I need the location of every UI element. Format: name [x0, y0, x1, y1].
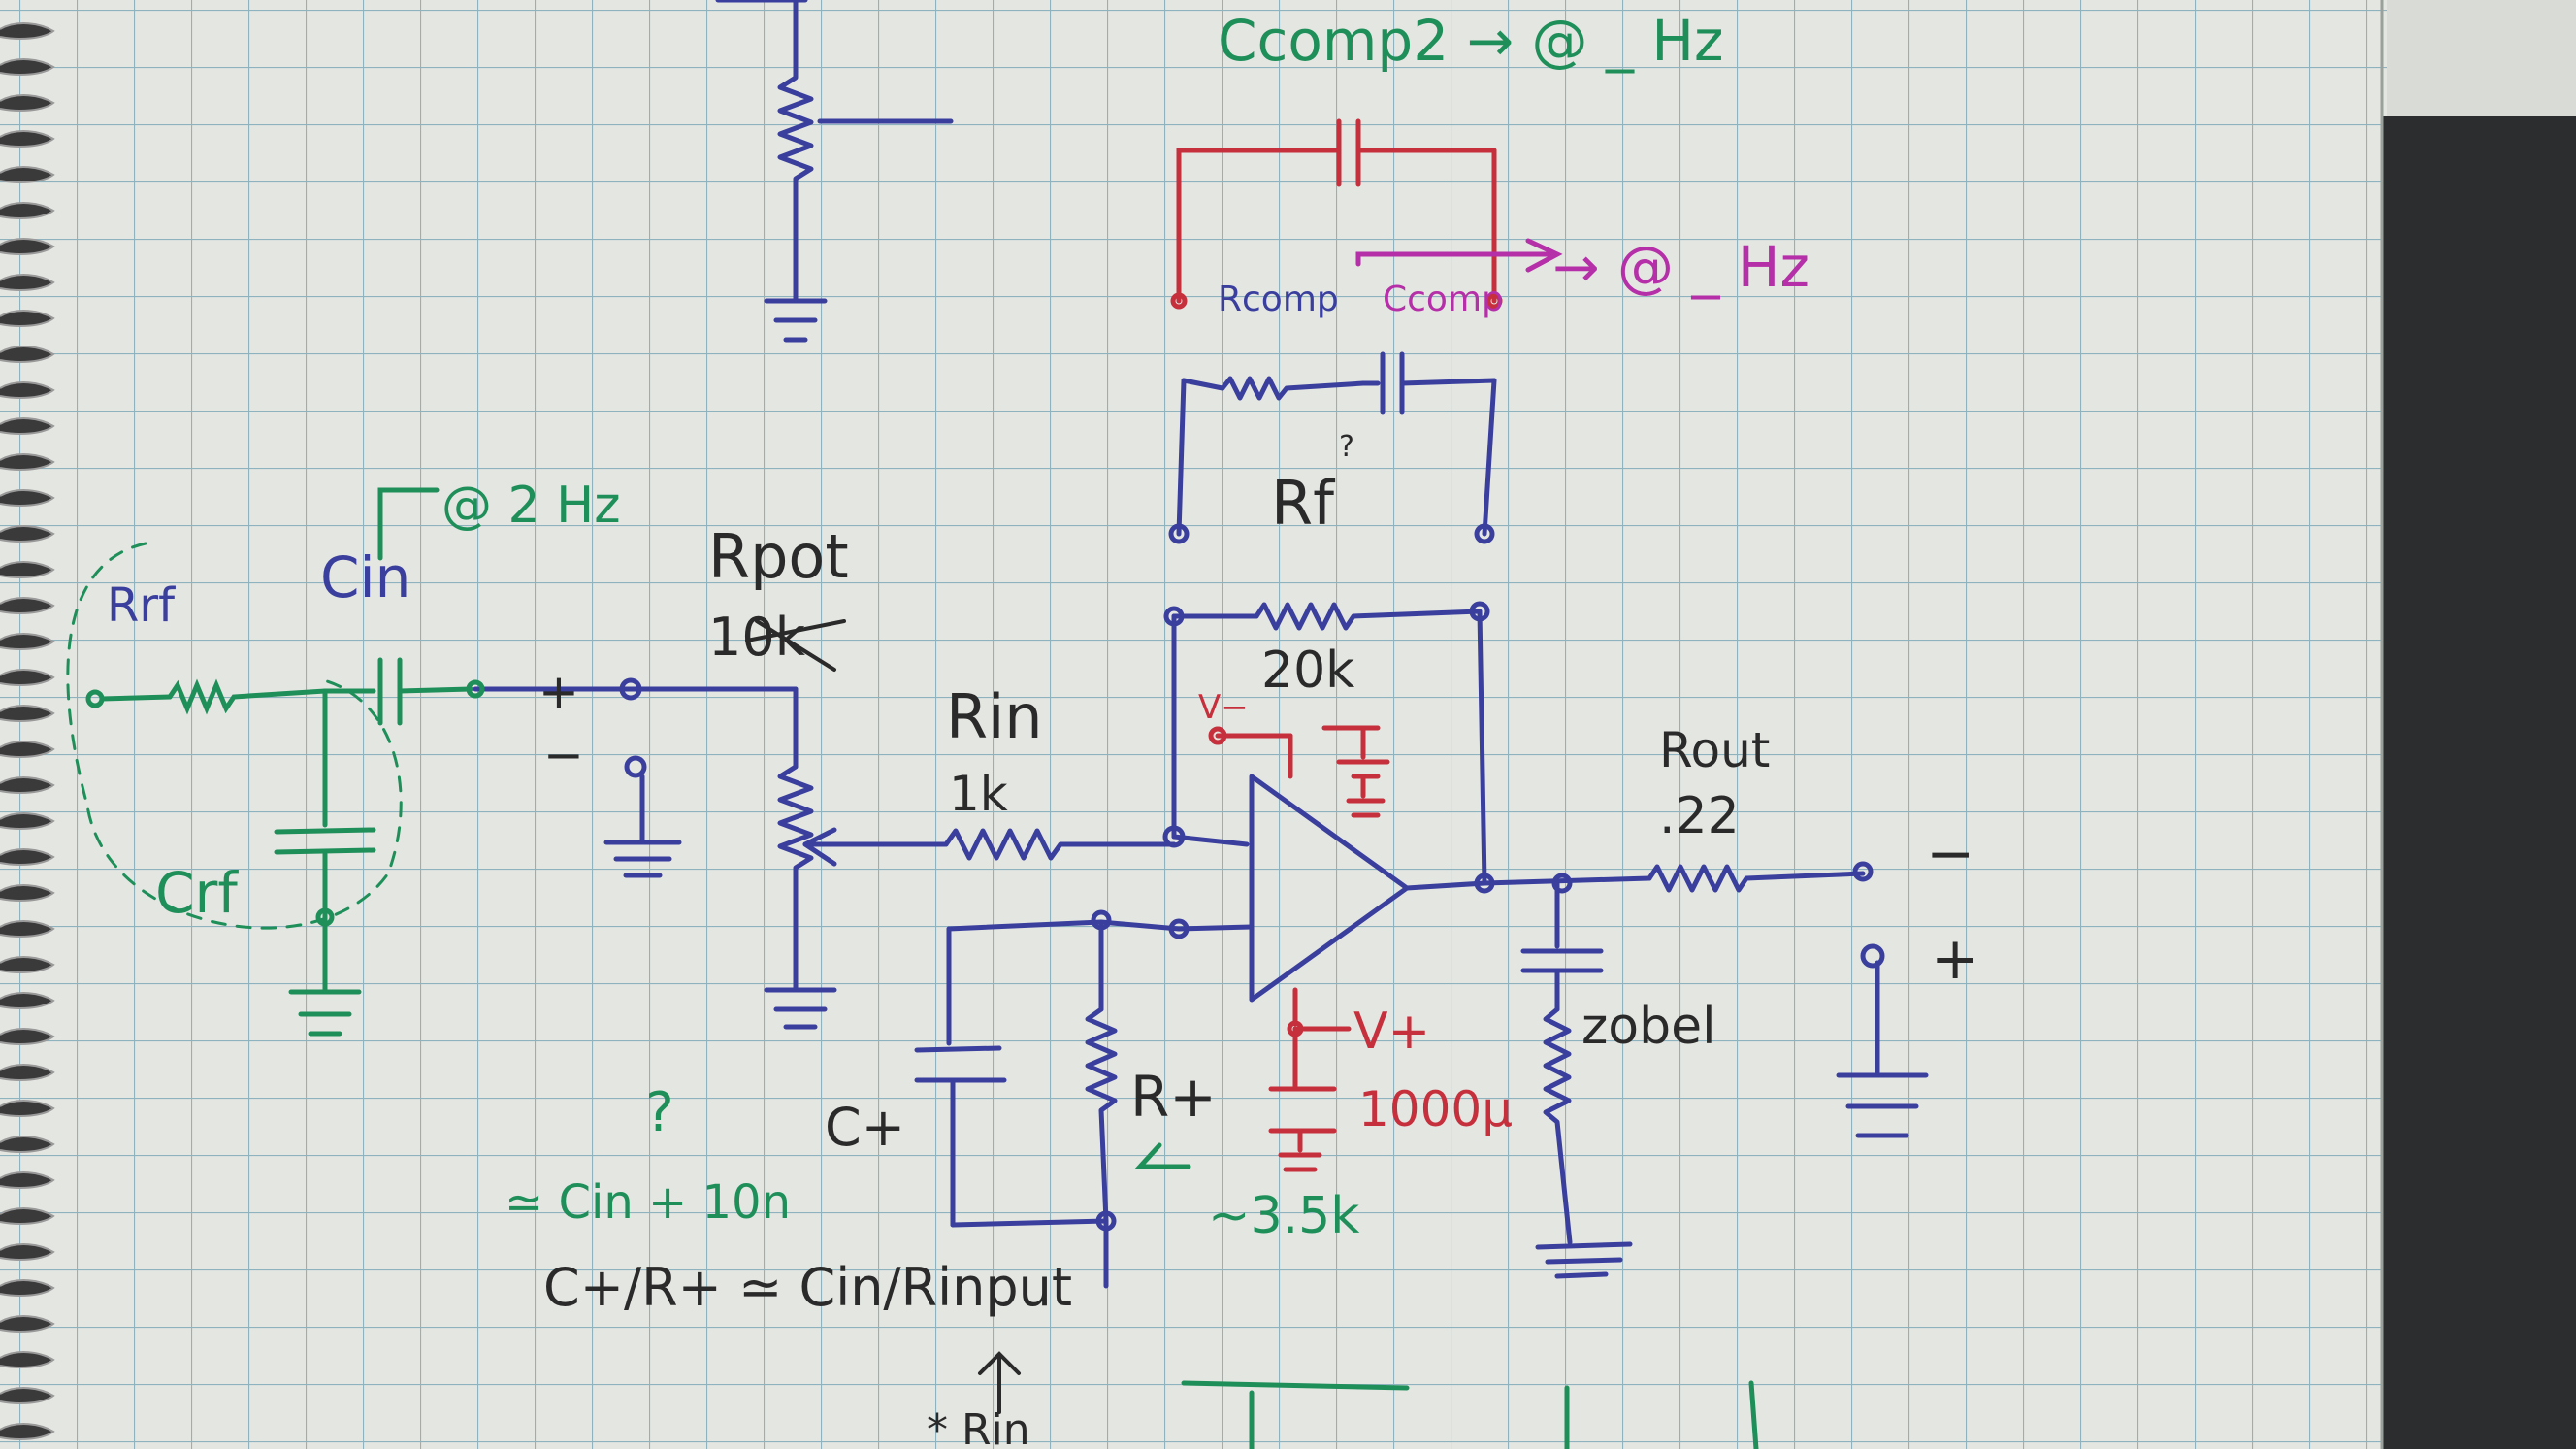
- spiral-ring: [0, 58, 55, 76]
- spiral-ring: [0, 525, 55, 543]
- label-cplus-q: ?: [645, 1081, 674, 1144]
- spiral-ring: [0, 1028, 55, 1045]
- spiral-ring: [0, 1279, 55, 1297]
- label-input-plus: +: [538, 664, 579, 720]
- label-rin-value: 1k: [949, 766, 1008, 822]
- label-out-minus: −: [1926, 820, 1974, 888]
- label-out-plus: +: [1931, 925, 1979, 993]
- spiral-ring: [0, 776, 55, 794]
- label-cplus-note: ≃ Cin + 10n: [505, 1175, 791, 1230]
- spiral-binding: [0, 22, 55, 1440]
- label-ratio: C+/R+ ≃ Cin/Rinput: [543, 1257, 1072, 1318]
- spiral-ring: [0, 848, 55, 866]
- label-ccomp: Ccomp: [1383, 280, 1504, 319]
- spiral-ring: [0, 346, 55, 363]
- spiral-ring: [0, 310, 55, 327]
- spiral-ring: [0, 669, 55, 686]
- spiral-ring: [0, 417, 55, 435]
- spiral-ring: [0, 1351, 55, 1368]
- spiral-ring: [0, 956, 55, 973]
- label-cplus: C+: [825, 1097, 905, 1158]
- spiral-ring: [0, 597, 55, 614]
- label-rin: Rin: [946, 681, 1043, 752]
- spiral-ring: [0, 274, 55, 291]
- spiral-ring: [0, 1207, 55, 1225]
- label-rplus: R+: [1130, 1064, 1217, 1130]
- label-ccomp-freq: → @ _ Hz: [1552, 234, 1810, 300]
- spiral-ring: [0, 1136, 55, 1153]
- label-rout: Rout: [1659, 722, 1770, 778]
- spiral-ring: [0, 238, 55, 255]
- label-q-comp: ?: [1339, 430, 1354, 464]
- spiral-ring: [0, 94, 55, 112]
- comp-arrow: [1355, 238, 1563, 273]
- spiral-ring: [0, 202, 55, 219]
- spiral-ring: [0, 741, 55, 758]
- label-rpot: Rpot: [708, 521, 849, 592]
- label-rf: Rf: [1271, 468, 1336, 539]
- label-zobel: zobel: [1581, 998, 1716, 1056]
- label-ccomp2: Ccomp2 → @ _ Hz: [1218, 8, 1724, 74]
- spiral-ring: [0, 633, 55, 650]
- spiral-ring: [0, 992, 55, 1009]
- supply-and-comp2: [1170, 118, 1503, 1172]
- spiral-ring: [0, 453, 55, 471]
- spiral-ring: [0, 1171, 55, 1189]
- spiral-ring: [0, 130, 55, 148]
- spiral-ring: [0, 489, 55, 507]
- main-circuit: [473, 0, 1929, 1289]
- spiral-ring: [0, 1423, 55, 1440]
- label-cin-freq: @ 2 Hz: [441, 477, 621, 535]
- label-1000u: 1000µ: [1358, 1081, 1513, 1137]
- input-filter: [66, 487, 1759, 1449]
- label-rrf: Rrf: [107, 578, 176, 633]
- label-vminus: V−: [1198, 688, 1249, 727]
- labels: Ccomp2 → @ _ Hz → @ _ Hz Rcomp Ccomp ? R…: [107, 8, 1979, 1449]
- spiral-ring: [0, 1315, 55, 1333]
- label-rout-value: .22: [1659, 787, 1740, 845]
- spiral-ring: [0, 1100, 55, 1117]
- dark-background: [2382, 116, 2576, 1449]
- spiral-ring: [0, 1387, 55, 1404]
- spiral-ring: [0, 1064, 55, 1081]
- spiral-ring: [0, 705, 55, 722]
- label-rin-bottom: * Rin: [927, 1405, 1030, 1449]
- misc-marks: [745, 619, 1021, 1414]
- label-input-minus: −: [543, 727, 584, 783]
- label-rcomp: Rcomp: [1218, 280, 1339, 319]
- label-rf-value: 20k: [1261, 642, 1354, 700]
- label-crf: Crf: [155, 860, 239, 926]
- spiral-ring: [0, 812, 55, 830]
- grid: [0, 0, 2387, 1449]
- spiral-ring: [0, 561, 55, 578]
- label-rplus-value: ~3.5k: [1208, 1187, 1359, 1245]
- label-cin: Cin: [320, 544, 410, 610]
- spiral-ring: [0, 1243, 55, 1261]
- spiral-ring: [0, 166, 55, 183]
- spiral-ring: [0, 920, 55, 938]
- spiral-ring: [0, 381, 55, 399]
- spiral-ring: [0, 22, 55, 40]
- spiral-ring: [0, 884, 55, 902]
- label-vplus: V+: [1353, 1003, 1430, 1061]
